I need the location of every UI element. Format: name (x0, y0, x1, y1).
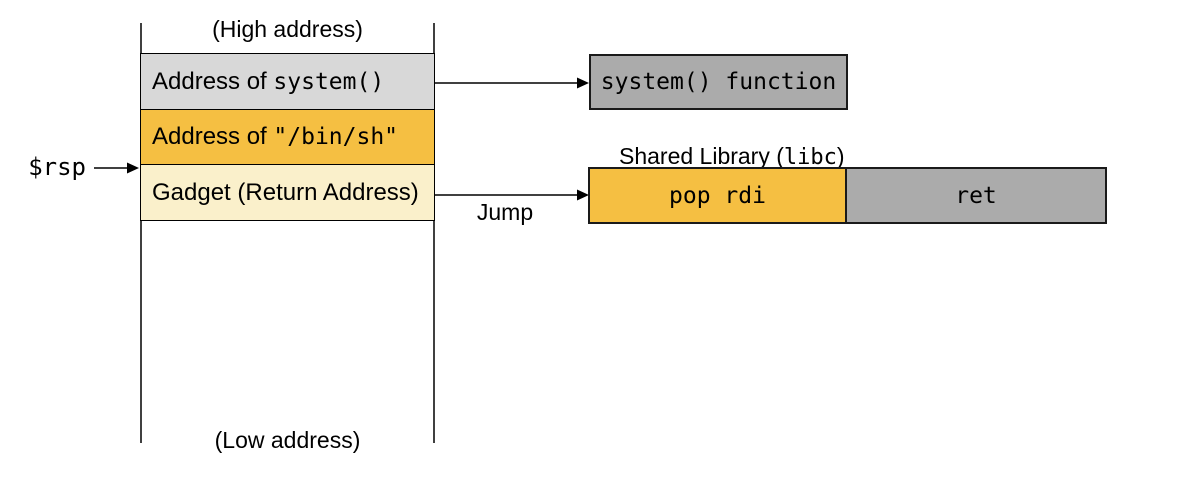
cell-code: system() (273, 68, 385, 95)
rsp-register-label: $rsp (28, 153, 86, 181)
pop-rdi-gadget-box: pop rdi (588, 167, 847, 224)
arrow-to-system-function (424, 77, 589, 89)
jump-label: Jump (476, 199, 534, 225)
high-address-label: (High address) (212, 16, 363, 42)
rsp-arrow (94, 162, 139, 174)
ret-gadget-box: ret (845, 167, 1107, 224)
arrowhead-icon (577, 77, 589, 89)
stack-cell-address-of-binsh: Address of "/bin/sh" (140, 108, 435, 166)
caption-code: libc (783, 145, 837, 170)
low-address-label: (Low address) (214, 427, 361, 453)
cell-code: "/bin/sh" (273, 124, 399, 150)
cell-text: Gadget (Return Address) (152, 178, 419, 206)
shared-library-caption: Shared Library (libc) (569, 116, 869, 197)
system-function-box: system() function (589, 54, 848, 110)
stack-cell-address-of-system: Address of system() (140, 53, 435, 110)
caption-text: Shared Library ( (618, 143, 784, 169)
arrowhead-icon (127, 162, 139, 174)
stack-cell-gadget-return-address: Gadget (Return Address) (140, 164, 435, 221)
stack-column: Address of system() Address of "/bin/sh"… (140, 53, 435, 221)
caption-text: ) (836, 143, 845, 169)
cell-text: Address of (152, 123, 274, 150)
cell-text: Address of (152, 67, 274, 95)
